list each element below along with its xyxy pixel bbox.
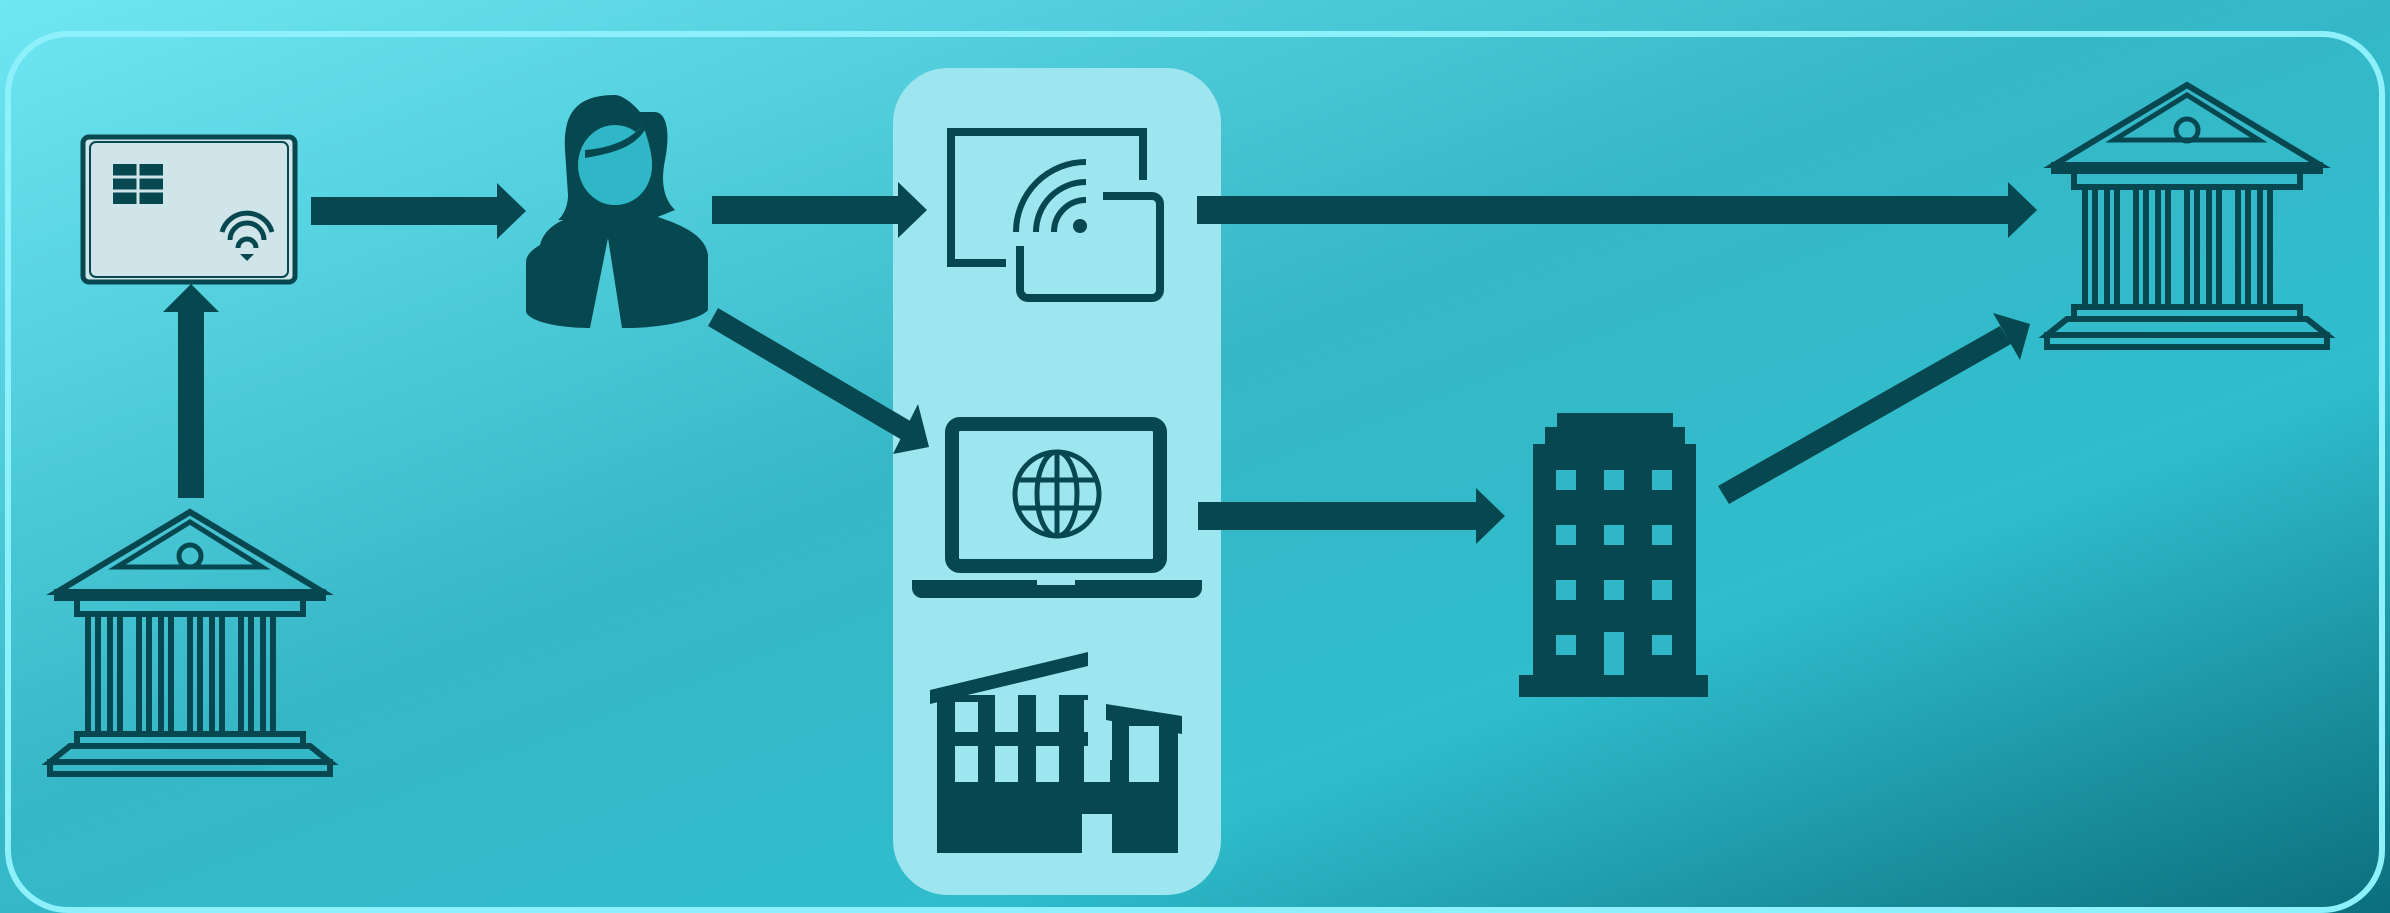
issuer-bank-icon — [41, 508, 339, 777]
acquirer-bank-icon — [2038, 81, 2336, 350]
arrow-person-to-pos — [712, 182, 927, 238]
arrow-issuer-to-card — [163, 284, 219, 498]
person-icon — [526, 95, 708, 328]
store-building-icon — [930, 652, 1182, 853]
arrow-card-to-person — [311, 183, 526, 239]
contactless-terminal-icon — [947, 128, 1164, 302]
globe-icon — [1012, 449, 1102, 539]
card-contactless-icon — [219, 210, 275, 249]
arrow-pos-to-acquirer — [1197, 182, 2037, 238]
arrow-person-to-online — [708, 308, 929, 454]
arrow-online-to-processor — [1198, 488, 1505, 544]
office-building-icon — [1519, 413, 1708, 697]
diagram-frame — [5, 31, 2385, 913]
laptop-globe-icon — [912, 417, 1202, 598]
credit-card-icon — [80, 134, 298, 285]
arrow-processor-to-acquirer — [1718, 313, 2030, 504]
